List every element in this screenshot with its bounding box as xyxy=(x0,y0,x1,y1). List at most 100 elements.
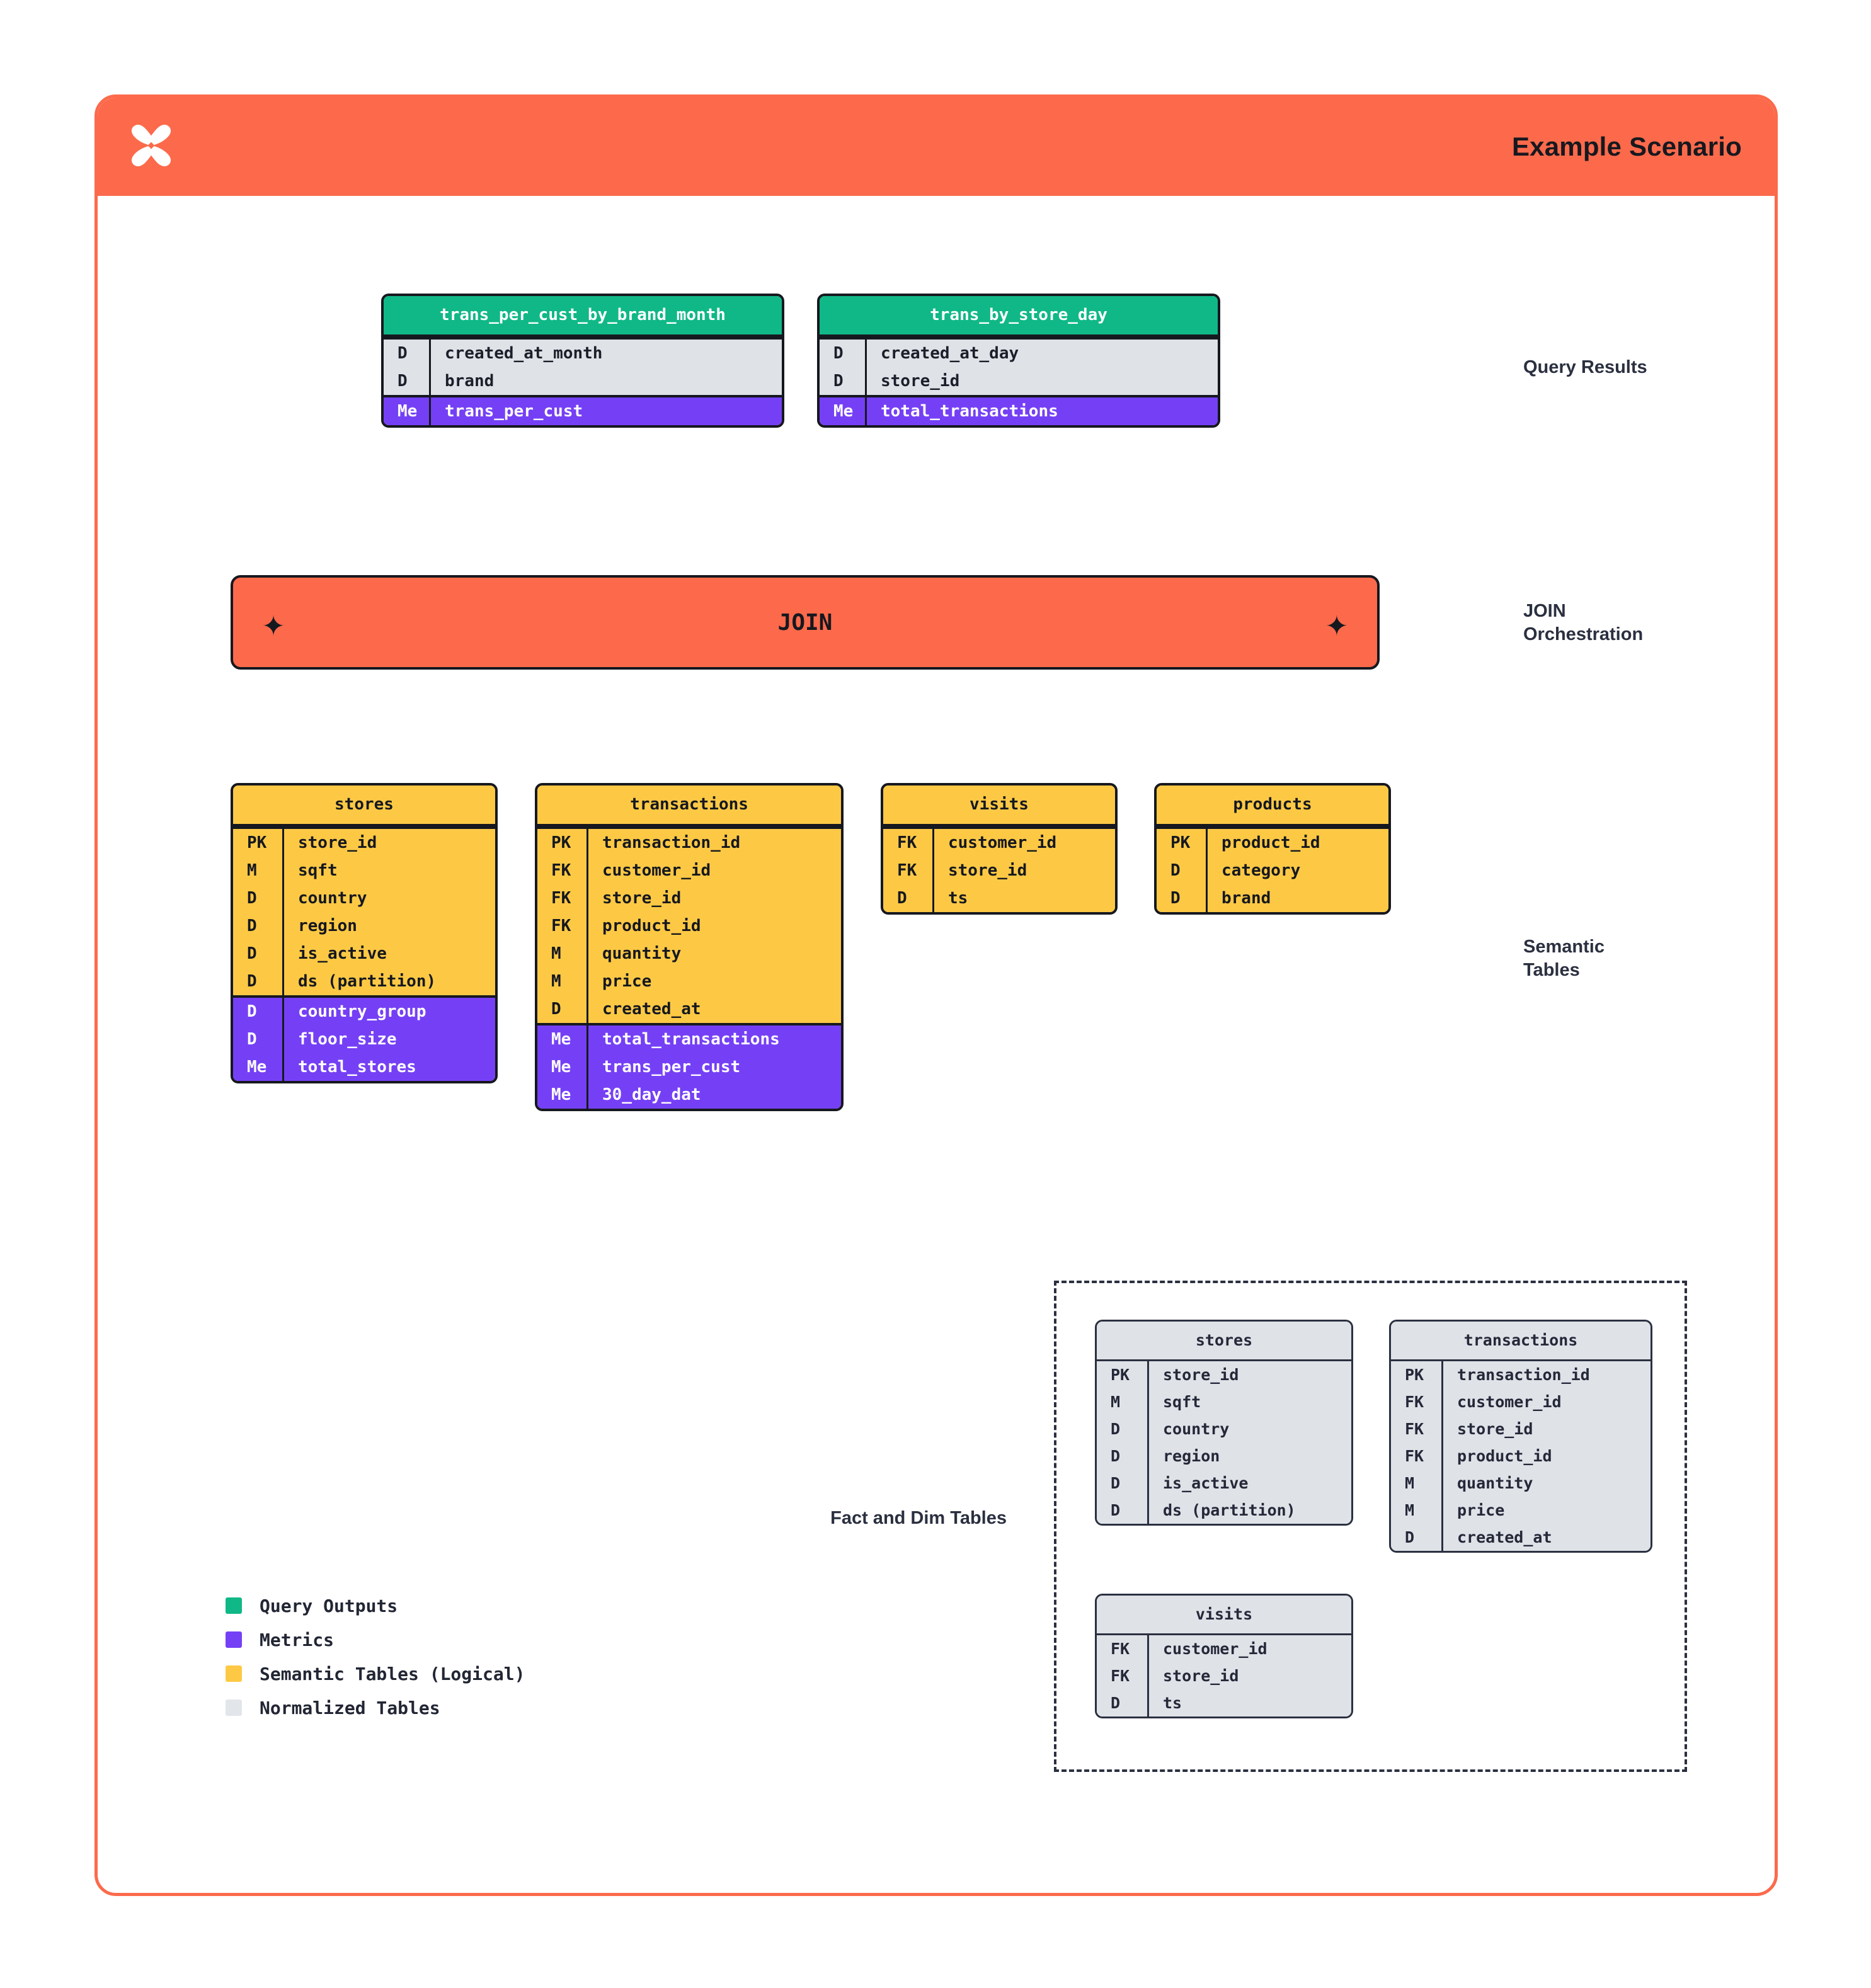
legend-label: Semantic Tables (Logical) xyxy=(260,1663,525,1684)
row-field: quantity xyxy=(1441,1470,1651,1497)
legend-label: Query Outputs xyxy=(260,1595,398,1616)
row-field: country xyxy=(282,884,495,912)
row-field: ds (partition) xyxy=(282,968,495,995)
row-key: PK xyxy=(1405,1366,1424,1384)
row-field: store_id xyxy=(282,829,495,857)
row-field: price xyxy=(586,968,841,995)
row-field: country_group xyxy=(282,998,495,1025)
row-field: trans_per_cust xyxy=(429,397,782,425)
row-field: region xyxy=(1147,1442,1351,1470)
annotation-semantic-tables: Semantic Tables xyxy=(1523,935,1605,982)
table-title: visits xyxy=(1097,1596,1351,1635)
row-key: Me xyxy=(247,1058,267,1077)
row-key: FK xyxy=(1111,1640,1130,1658)
row-key: Me xyxy=(551,1058,571,1077)
row-key: FK xyxy=(1111,1667,1130,1685)
row-field: quantity xyxy=(586,940,841,968)
row-field: is_active xyxy=(1147,1470,1351,1497)
query-result-table-0[interactable]: trans_per_cust_by_brand_month D created_… xyxy=(381,294,784,428)
row-field: store_id xyxy=(1147,1361,1351,1388)
row-key: PK xyxy=(1170,833,1191,852)
table-title: transactions xyxy=(537,785,841,826)
annotation-label-line1: Semantic xyxy=(1523,937,1605,957)
row-key: D xyxy=(1405,1528,1415,1546)
row-field: transaction_id xyxy=(1441,1361,1651,1388)
table-row: D brand xyxy=(384,367,782,395)
row-key: D xyxy=(1111,1474,1121,1492)
row-key: PK xyxy=(1111,1366,1130,1384)
row-key: FK xyxy=(551,889,571,908)
row-key: FK xyxy=(1405,1393,1424,1411)
row-key: PK xyxy=(551,833,571,852)
join-orchestration-bar[interactable]: ✦ JOIN ✦ xyxy=(231,575,1380,670)
join-label: JOIN xyxy=(777,609,833,636)
row-key: D xyxy=(1170,861,1181,880)
sparkle-icon: ✦ xyxy=(262,601,285,645)
row-field: price xyxy=(1441,1497,1651,1524)
row-key: M xyxy=(551,944,561,963)
row-key: FK xyxy=(551,861,571,880)
row-field: country xyxy=(1147,1415,1351,1442)
query-result-table-1[interactable]: trans_by_store_day D created_at_day D st… xyxy=(817,294,1220,428)
row-key: D xyxy=(1111,1501,1121,1519)
row-field: ds (partition) xyxy=(1147,1497,1351,1524)
row-field: region xyxy=(282,912,495,940)
row-key: D xyxy=(1111,1420,1121,1438)
table-row: PK store_id xyxy=(1097,1361,1351,1388)
row-key: D xyxy=(247,972,257,991)
row-key: M xyxy=(551,972,561,991)
row-key: M xyxy=(1405,1501,1415,1519)
row-key: M xyxy=(1111,1393,1121,1411)
row-key: FK xyxy=(551,917,571,935)
x-star-logo-icon xyxy=(127,121,176,173)
row-key: Me xyxy=(833,402,854,421)
row-field: floor_size xyxy=(282,1025,495,1053)
row-key: D xyxy=(247,1030,257,1049)
page-title: Example Scenario xyxy=(1511,132,1742,161)
row-field: store_id xyxy=(865,367,1218,395)
table-row: Me trans_per_cust xyxy=(537,1053,841,1081)
row-key: D xyxy=(551,1000,561,1019)
row-key: D xyxy=(247,917,257,935)
table-title: trans_by_store_day xyxy=(820,296,1218,337)
annotation-label-line2: Tables xyxy=(1523,960,1580,981)
row-key: FK xyxy=(897,833,917,852)
row-key: D xyxy=(833,344,844,363)
row-key: FK xyxy=(1405,1420,1424,1438)
row-field: created_at_month xyxy=(429,340,782,367)
row-field: category xyxy=(1206,857,1388,884)
row-field: trans_per_cust xyxy=(586,1053,841,1081)
